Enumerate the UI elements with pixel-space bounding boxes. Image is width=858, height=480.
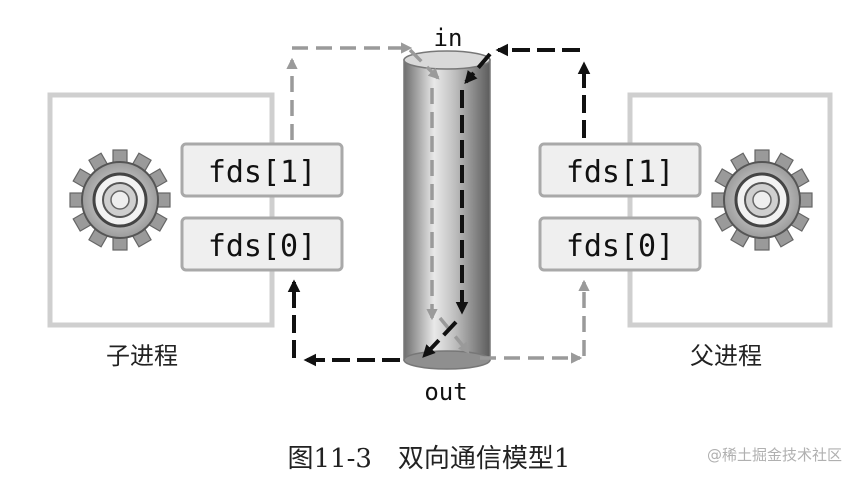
parent-process-label: 父进程	[690, 342, 762, 370]
parent-fd-read-box: fds[0]	[538, 216, 702, 272]
gear-icon	[69, 149, 171, 251]
gear-icon	[711, 149, 813, 251]
parent-process-frame	[627, 92, 833, 328]
pipe-cylinder	[403, 50, 491, 370]
black-arrow	[464, 52, 492, 84]
watermark: @稀土掘金技术社区	[706, 446, 842, 464]
black-data-flow	[287, 43, 591, 367]
pipe-in-label: in	[434, 24, 463, 52]
child-fd-write-label: fds[1]	[208, 155, 316, 190]
child-fd-read-box: fds[0]	[180, 216, 344, 272]
figure-caption: 图11-3 双向通信模型1	[287, 444, 571, 474]
parent-fd-write-label: fds[1]	[566, 155, 674, 190]
pipe-out-label: out	[424, 378, 467, 406]
parent-fd-read-label: fds[0]	[566, 229, 674, 264]
black-arrow	[422, 320, 458, 358]
child-fd-read-label: fds[0]	[208, 229, 316, 264]
gray-arrow	[438, 316, 470, 354]
child-process-label: 子进程	[106, 342, 178, 370]
child-process-frame	[47, 92, 275, 328]
gray-data-flow	[286, 42, 590, 364]
child-fd-write-box: fds[1]	[180, 142, 344, 198]
gray-arrow	[408, 48, 440, 80]
parent-fd-write-box: fds[1]	[538, 142, 702, 198]
